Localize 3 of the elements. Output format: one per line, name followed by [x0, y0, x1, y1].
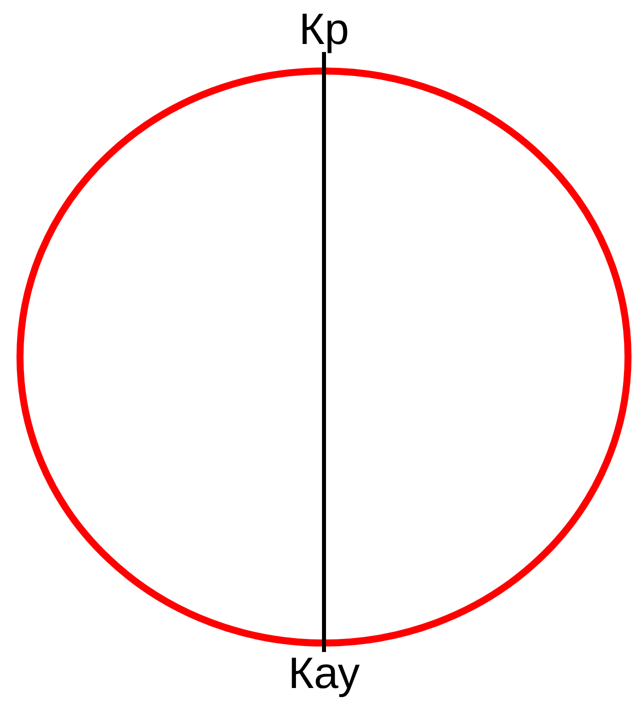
diameter-line	[322, 52, 326, 652]
vertex-label: Кр	[298, 8, 350, 52]
vertex-label: Кау	[288, 652, 360, 696]
